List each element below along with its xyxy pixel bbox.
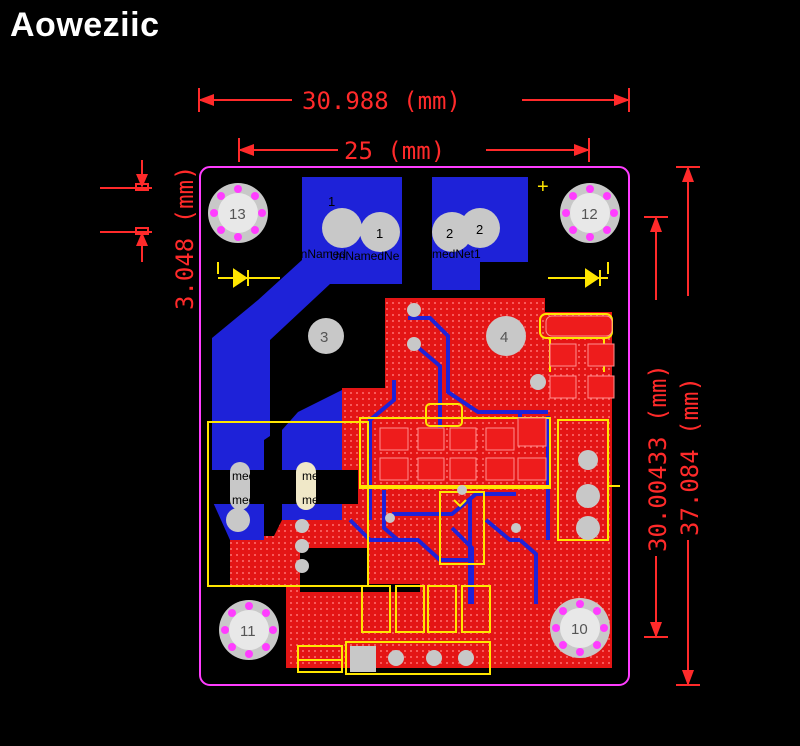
svg-text:med: med	[302, 469, 325, 483]
mount-hole-11: 11	[219, 600, 279, 660]
net-label-right: medNet1	[432, 247, 481, 261]
dimension-label-overall-width: 30.988 (mm)	[302, 87, 461, 115]
svg-text:med: med	[232, 469, 255, 483]
plus-mark: +	[537, 176, 549, 198]
svg-text:3: 3	[320, 329, 328, 346]
small-pads	[295, 303, 600, 666]
svg-text:2: 2	[446, 226, 453, 241]
svg-text:4: 4	[500, 329, 508, 346]
diode-mark-right	[548, 262, 609, 288]
svg-text:medl: medl	[232, 493, 258, 507]
svg-text:2: 2	[476, 222, 483, 237]
dimension-inner-width	[238, 138, 590, 162]
dimension-label-inner-width: 25 (mm)	[344, 137, 445, 165]
svg-text:12: 12	[581, 206, 598, 223]
mount-hole-13: 13	[208, 183, 268, 243]
net-label-left: UnNamed	[292, 247, 346, 261]
svg-text:13: 13	[229, 206, 246, 223]
top-pad-group-right: 2 2 medNet1	[432, 208, 500, 261]
dimension-overall-width	[198, 88, 630, 112]
net-label-left-2: UnNamedNe	[330, 249, 400, 263]
dimension-label-inner-height: 30.00433 (mm)	[644, 364, 672, 552]
dimension-small-vertical	[100, 160, 152, 262]
dimension-overall-height	[676, 166, 700, 686]
silkscreen	[207, 313, 620, 675]
brand-watermark: Aoweziic	[10, 6, 160, 44]
svg-text:1: 1	[376, 226, 383, 241]
top-copper-pour	[230, 298, 612, 668]
svg-text:11: 11	[240, 623, 256, 640]
bottom-traces	[348, 316, 550, 604]
relay-connector: med med medl med	[212, 462, 358, 532]
svg-text:med: med	[302, 493, 325, 507]
large-pad-4: 4	[486, 316, 526, 356]
dimension-label-overall-height: 37.084 (mm)	[676, 377, 704, 536]
mount-hole-10: 10	[550, 598, 610, 658]
dimension-label-small-vertical: 3.048 (mm)	[171, 166, 199, 311]
large-pad-3: 3	[308, 318, 344, 354]
smd-pads	[379, 315, 615, 481]
relay-outline	[207, 421, 369, 587]
svg-text:1: 1	[328, 194, 335, 209]
square-pad	[350, 646, 376, 672]
mount-hole-12: 12	[560, 183, 620, 243]
svg-text:10: 10	[571, 621, 588, 638]
top-pad-group-left: 1 1 UnNamed UnNamedNe	[292, 194, 400, 263]
diode-mark-left	[217, 262, 280, 288]
dimension-inner-height	[644, 216, 668, 638]
